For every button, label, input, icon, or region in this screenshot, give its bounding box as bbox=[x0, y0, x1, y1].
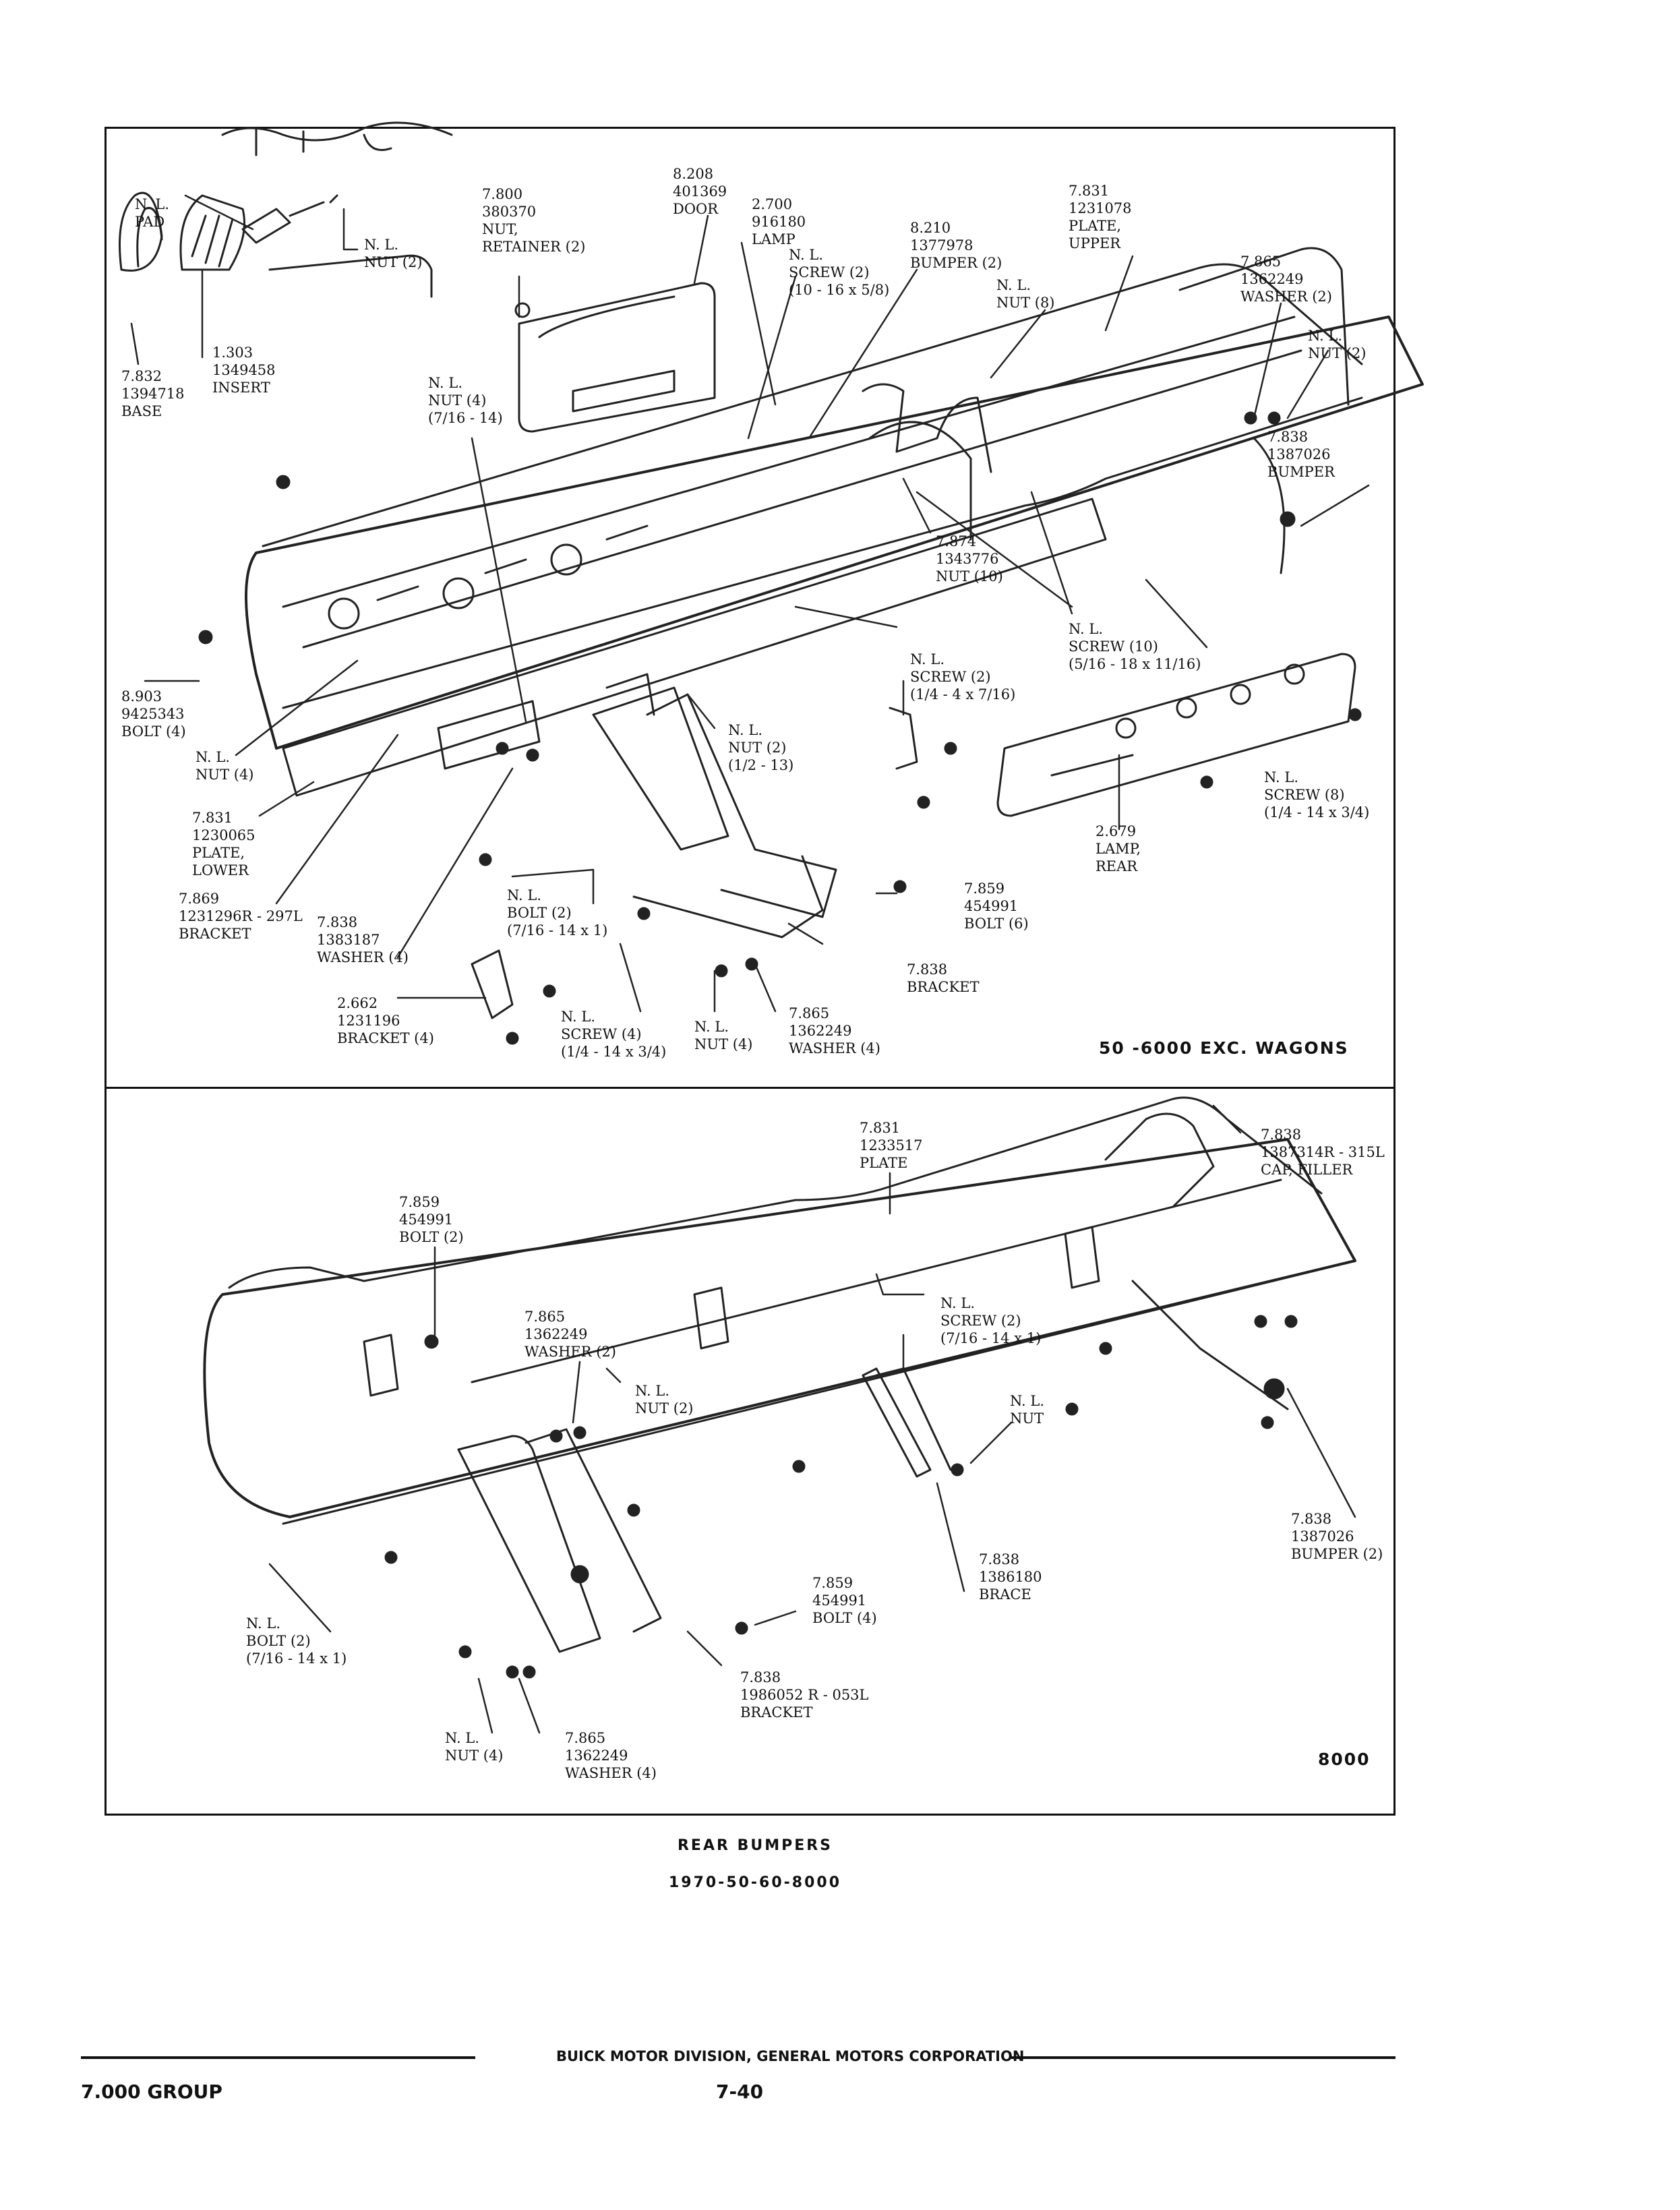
bumper-bar-top bbox=[245, 247, 1424, 750]
caption-title: REAR BUMPERS bbox=[677, 1837, 833, 1854]
leader-lines-top bbox=[130, 194, 1370, 1013]
footer-page-number: 7-40 bbox=[716, 2081, 764, 2103]
label-pad: N. L.PAD bbox=[135, 196, 170, 230]
label-screw-2: N. L.SCREW (2)(1/4 - 4 x 7/16) bbox=[910, 651, 1016, 703]
label-bolt-2-b-left: N. L.BOLT (2)(7/16 - 14 x 1) bbox=[246, 1615, 347, 1667]
lower-plate bbox=[282, 498, 1107, 797]
label-nut-4-bottom: N. L.NUT (4) bbox=[694, 1019, 753, 1052]
license-door bbox=[514, 282, 716, 433]
label-screw-8: N. L.SCREW (8)(1/4 - 14 x 3/4) bbox=[1264, 769, 1370, 820]
rear-lamp bbox=[996, 653, 1356, 817]
label-nut-b: N. L.NUT bbox=[1010, 1393, 1045, 1427]
footer-division: BUICK MOTOR DIVISION, GENERAL MOTORS COR… bbox=[556, 2048, 1025, 2064]
label-pad-nut: N. L.NUT (2) bbox=[364, 237, 423, 270]
label-nut-2-right: N. L.NUT (2) bbox=[1308, 328, 1367, 361]
bumper-bar-bottom bbox=[203, 1096, 1356, 1525]
panel-divider bbox=[104, 1087, 1396, 1089]
label-screw-10: N. L.SCREW (10)(5/16 - 18 x 11/16) bbox=[1069, 621, 1201, 672]
footer-group: 7.000 GROUP bbox=[81, 2081, 222, 2103]
caption-subtitle: 1970-50-60-8000 bbox=[668, 1874, 842, 1891]
emblem-assembly bbox=[119, 121, 453, 298]
variant-label-bottom: 8000 bbox=[1318, 1750, 1371, 1769]
label-screw-2-b: N. L.SCREW (2)(7/16 - 14 x 1) bbox=[940, 1295, 1042, 1346]
label-nut-2-b: N. L.NUT (2) bbox=[635, 1383, 694, 1416]
footer-rule-left bbox=[81, 2056, 475, 2059]
fasteners-bottom bbox=[384, 1315, 1298, 1679]
label-nut-8: N. L.NUT (8) bbox=[996, 277, 1055, 311]
label-screw-4: N. L.SCREW (4)(1/4 - 14 x 3/4) bbox=[561, 1009, 667, 1060]
label-bolt-2-top: N. L.BOLT (2)(7/16 - 14 x 1) bbox=[507, 887, 608, 938]
leader-lines-bottom bbox=[268, 1104, 1356, 1734]
label-nut-4-left: N. L.NUT (4) bbox=[196, 749, 254, 783]
label-screw-10-16: N. L.SCREW (2)(10 - 16 x 5/8) bbox=[789, 247, 890, 298]
diagram-frame bbox=[104, 127, 1396, 1816]
label-nut-1-2: N. L.NUT (2)(1/2 - 13) bbox=[728, 722, 794, 773]
label-nut-4-7-16: N. L.NUT (4)(7/16 - 14) bbox=[428, 375, 503, 426]
brackets-top bbox=[471, 686, 918, 1019]
label-nut-4-b: N. L.NUT (4) bbox=[445, 1730, 504, 1764]
fasteners-top bbox=[198, 411, 1362, 1045]
variant-label-top: 50 -6000 EXC. WAGONS bbox=[1099, 1038, 1349, 1058]
footer-rule-right bbox=[1011, 2056, 1396, 2059]
